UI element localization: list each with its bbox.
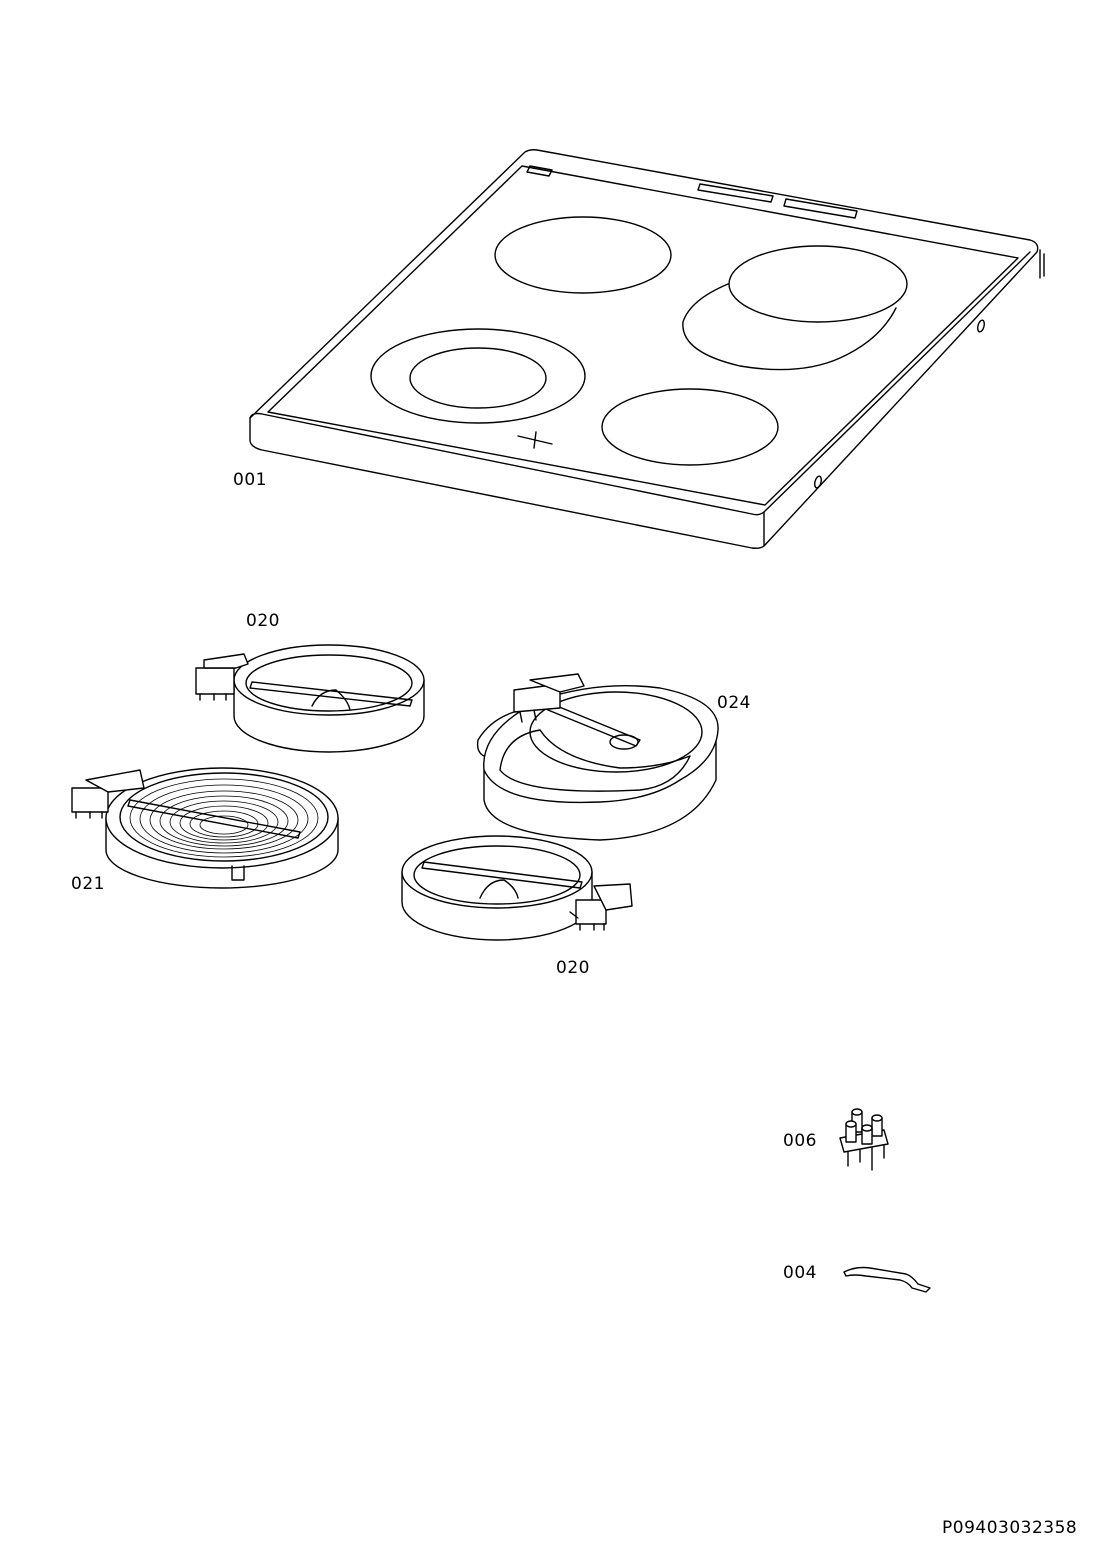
oval-radiant-element-024	[476, 673, 719, 841]
cooking-zone-markings	[370, 216, 908, 466]
radiant-element-020-bottom	[401, 835, 633, 941]
hob-glass-top	[249, 149, 1045, 549]
part-label-021: 021	[71, 874, 105, 894]
terminal-block-006	[839, 1108, 889, 1171]
drawing-code: P09403032358	[942, 1518, 1078, 1538]
part-label-004: 004	[783, 1263, 817, 1283]
part-label-024: 024	[717, 693, 751, 713]
clip-004	[843, 1266, 931, 1293]
part-label-001: 001	[233, 470, 267, 490]
radiant-element-020-top	[195, 644, 425, 753]
part-label-006: 006	[783, 1131, 817, 1151]
part-label-020-bottom: 020	[556, 958, 590, 978]
part-label-020-top: 020	[246, 611, 280, 631]
dual-radiant-element-021	[71, 767, 339, 889]
